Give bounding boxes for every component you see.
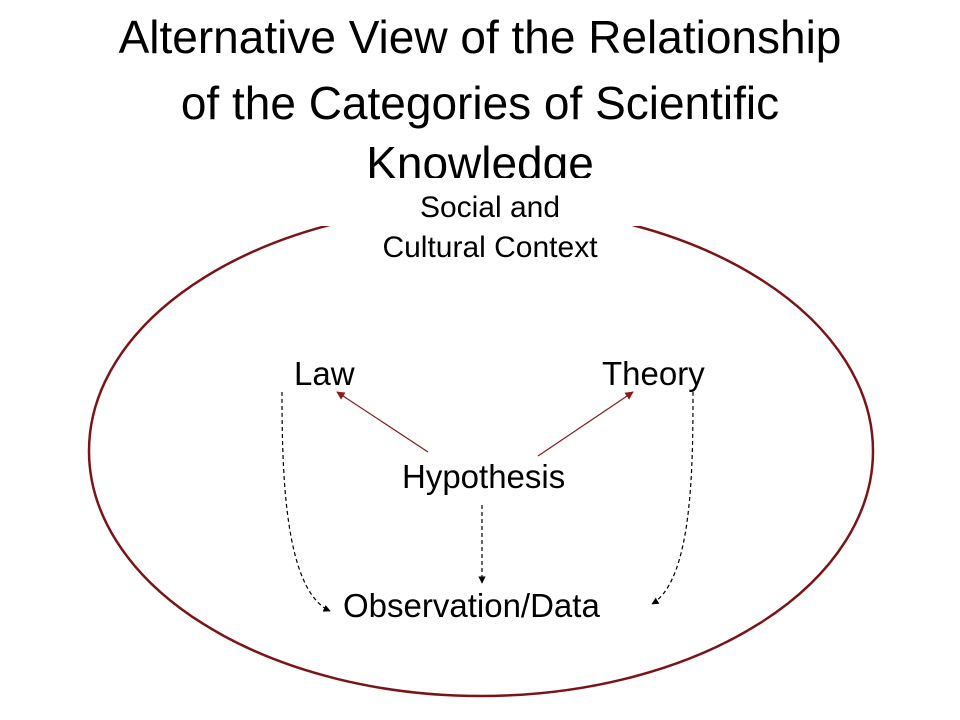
hypothesis-to-theory-arrow: [537, 391, 634, 457]
context-label-line-2: Cultural Context: [382, 231, 598, 264]
node-observation-data: Observation/Data: [343, 587, 600, 624]
title-line-3: Knowledge: [366, 140, 594, 178]
node-law: Law: [294, 355, 355, 392]
context-label-line-1: Social and: [290, 190, 690, 226]
hypothesis-to-law-arrow: [336, 391, 429, 453]
title-line-2: of the Categories of Scientific: [180, 77, 780, 129]
theory-to-observation-arrow: [651, 391, 694, 605]
node-theory: Theory: [602, 355, 705, 392]
title-line-1: Alternative View of the Relationship: [118, 11, 842, 63]
law-to-observation-arrow: [281, 391, 331, 612]
node-hypothesis: Hypothesis: [402, 458, 566, 495]
